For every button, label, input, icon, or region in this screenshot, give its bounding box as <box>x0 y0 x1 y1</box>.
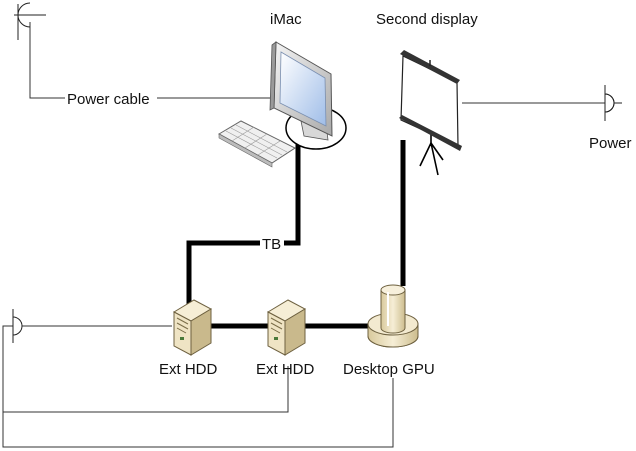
server-tower-icon <box>266 299 307 356</box>
ext-hdd-2-label: Ext HDD <box>256 361 315 378</box>
power-outlet-icon <box>14 2 46 40</box>
thick-cables <box>186 128 406 329</box>
desktop-gpu-label: Desktop GPU <box>343 361 435 378</box>
projector-screen-icon <box>399 50 462 176</box>
power-cable-label: Power cable <box>67 91 150 108</box>
second-display-label: Second display <box>376 11 478 28</box>
server-tower-icon <box>172 299 213 356</box>
imac-label: iMac <box>270 11 302 28</box>
power-cable-line <box>29 22 272 99</box>
power-label: Power <box>589 135 632 152</box>
imac-monitor-icon <box>269 41 347 150</box>
power-outlet-icon <box>604 85 622 121</box>
keyboard-icon <box>217 120 297 168</box>
outlet-to-hdd2-line <box>2 325 289 413</box>
outlet-to-gpu-line <box>2 378 394 448</box>
ext-hdd-1-label: Ext HDD <box>159 361 218 378</box>
thunderbolt-cable <box>186 128 301 318</box>
thunderbolt-label: TB <box>262 236 281 253</box>
power-outlet-icon <box>12 309 23 343</box>
thin-cables <box>2 22 605 448</box>
gpu-cylinder-icon <box>367 284 419 348</box>
